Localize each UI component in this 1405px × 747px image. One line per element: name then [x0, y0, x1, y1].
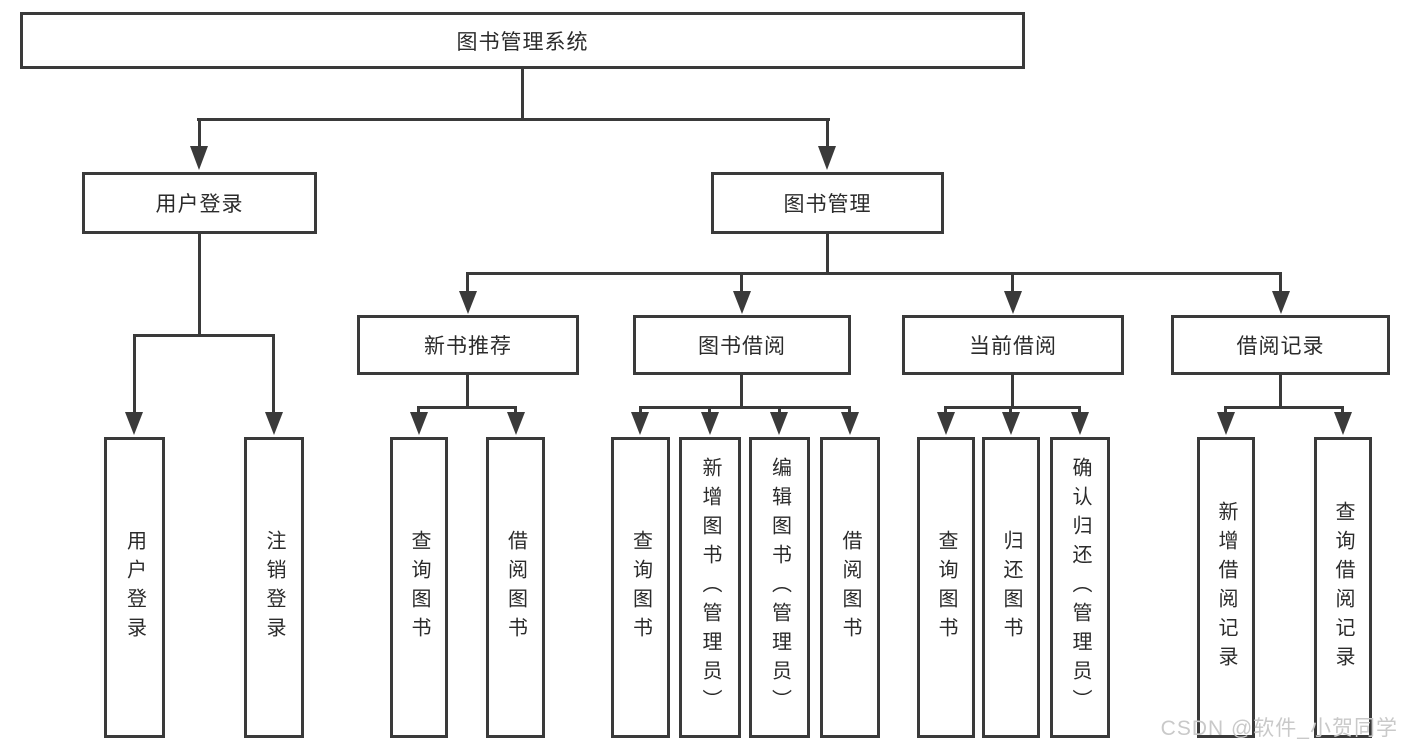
connector-line: [848, 406, 851, 414]
node-leaf-query-books-current-label: 查询图书: [935, 529, 957, 646]
connector-line: [417, 406, 420, 414]
connector-line: [826, 118, 829, 147]
connector-line: [1279, 375, 1282, 409]
connector-line: [639, 406, 642, 414]
connector-line: [778, 406, 781, 414]
node-leaf-borrow-books-recommend-label: 借阅图书: [504, 529, 527, 646]
node-leaf-query-books-borrow-label: 查询图书: [629, 529, 652, 646]
connector-line: [133, 334, 136, 413]
arrow-down-icon: [733, 291, 751, 314]
connector-line: [944, 406, 1081, 409]
arrow-down-icon: [841, 412, 859, 435]
connector-line: [1011, 272, 1014, 293]
node-leaf-edit-book-admin: 编辑图书（管理员）: [749, 437, 810, 738]
node-leaf-return-book: 归还图书: [982, 437, 1040, 738]
node-leaf-logout-label: 注销登录: [263, 529, 285, 646]
connector-line: [418, 406, 517, 409]
connector-line: [1224, 406, 1227, 414]
arrow-down-icon: [507, 412, 525, 435]
node-leaf-query-books-current: 查询图书: [917, 437, 975, 738]
arrow-down-icon: [1334, 412, 1352, 435]
connector-line: [944, 406, 947, 414]
node-borrowing-records-label: 借阅记录: [1236, 335, 1325, 358]
node-current-borrowing: 当前借阅: [902, 315, 1124, 375]
connector-line: [198, 234, 201, 337]
arrow-down-icon: [818, 146, 836, 170]
connector-line: [1011, 375, 1014, 409]
arrow-down-icon: [937, 412, 955, 435]
node-leaf-user-login: 用户登录: [104, 437, 165, 738]
connector-line: [1341, 406, 1344, 414]
node-leaf-user-login-label: 用户登录: [123, 529, 146, 646]
node-leaf-confirm-return-admin-label: 确认归还（管理员）: [1069, 457, 1091, 718]
arrow-down-icon: [459, 291, 477, 314]
node-leaf-add-book-admin-label: 新增图书（管理员）: [699, 457, 721, 718]
connector-line: [133, 334, 275, 337]
node-leaf-query-borrow-record: 查询借阅记录: [1314, 437, 1372, 738]
arrow-down-icon: [190, 146, 208, 170]
node-book-borrowing: 图书借阅: [633, 315, 851, 375]
arrow-down-icon: [1002, 412, 1020, 435]
connector-line: [521, 69, 524, 121]
node-leaf-return-book-label: 归还图书: [1000, 529, 1022, 646]
arrow-down-icon: [1004, 291, 1022, 314]
node-leaf-query-books-recommend: 查询图书: [390, 437, 448, 738]
node-leaf-add-book-admin: 新增图书（管理员）: [679, 437, 741, 738]
node-user-login: 用户登录: [82, 172, 317, 234]
connector-line: [466, 272, 469, 293]
arrow-down-icon: [631, 412, 649, 435]
node-library-system: 图书管理系统: [20, 12, 1025, 69]
arrow-down-icon: [1071, 412, 1089, 435]
node-library-system-label: 图书管理系统: [456, 30, 589, 54]
connector-line: [272, 334, 275, 413]
connector-line: [740, 272, 743, 293]
connector-line: [466, 272, 1282, 275]
connector-line: [826, 234, 829, 275]
connector-line: [198, 118, 201, 147]
node-current-borrowing-label: 当前借阅: [969, 335, 1057, 358]
arrow-down-icon: [1217, 412, 1235, 435]
node-leaf-confirm-return-admin: 确认归还（管理员）: [1050, 437, 1110, 738]
connector-line: [740, 375, 743, 409]
arrow-down-icon: [1272, 291, 1290, 314]
connector-line: [1078, 406, 1081, 414]
connector-line: [1224, 406, 1344, 409]
connector-line: [466, 375, 469, 409]
node-user-login-label: 用户登录: [155, 193, 244, 216]
node-leaf-logout: 注销登录: [244, 437, 304, 738]
arrow-down-icon: [410, 412, 428, 435]
node-leaf-query-borrow-record-label: 查询借阅记录: [1332, 500, 1354, 675]
node-leaf-add-borrow-record-label: 新增借阅记录: [1215, 500, 1237, 675]
node-leaf-query-books-borrow: 查询图书: [611, 437, 670, 738]
connector-line: [1279, 272, 1282, 293]
node-new-book-recommend: 新书推荐: [357, 315, 579, 375]
node-leaf-edit-book-admin-label: 编辑图书（管理员）: [768, 457, 791, 718]
node-leaf-borrow-books-recommend: 借阅图书: [486, 437, 545, 738]
connector-line: [1009, 406, 1012, 414]
node-new-book-recommend-label: 新书推荐: [424, 335, 512, 358]
connector-line: [639, 406, 850, 409]
node-leaf-borrow-books-borrow-label: 借阅图书: [839, 529, 861, 646]
node-book-borrowing-label: 图书借阅: [698, 335, 786, 358]
arrow-down-icon: [701, 412, 719, 435]
arrow-down-icon: [265, 412, 283, 435]
node-leaf-query-books-recommend-label: 查询图书: [408, 529, 430, 646]
arrow-down-icon: [125, 412, 143, 435]
node-book-management: 图书管理: [711, 172, 944, 234]
node-borrowing-records: 借阅记录: [1171, 315, 1390, 375]
arrow-down-icon: [770, 412, 788, 435]
node-leaf-borrow-books-borrow: 借阅图书: [820, 437, 880, 738]
connector-line: [708, 406, 711, 414]
connector-line: [197, 118, 830, 121]
node-book-management-label: 图书管理: [783, 193, 872, 216]
connector-line: [514, 406, 517, 414]
node-leaf-add-borrow-record: 新增借阅记录: [1197, 437, 1255, 738]
csdn-watermark: CSDN @软件_小贺同学: [1160, 717, 1398, 740]
